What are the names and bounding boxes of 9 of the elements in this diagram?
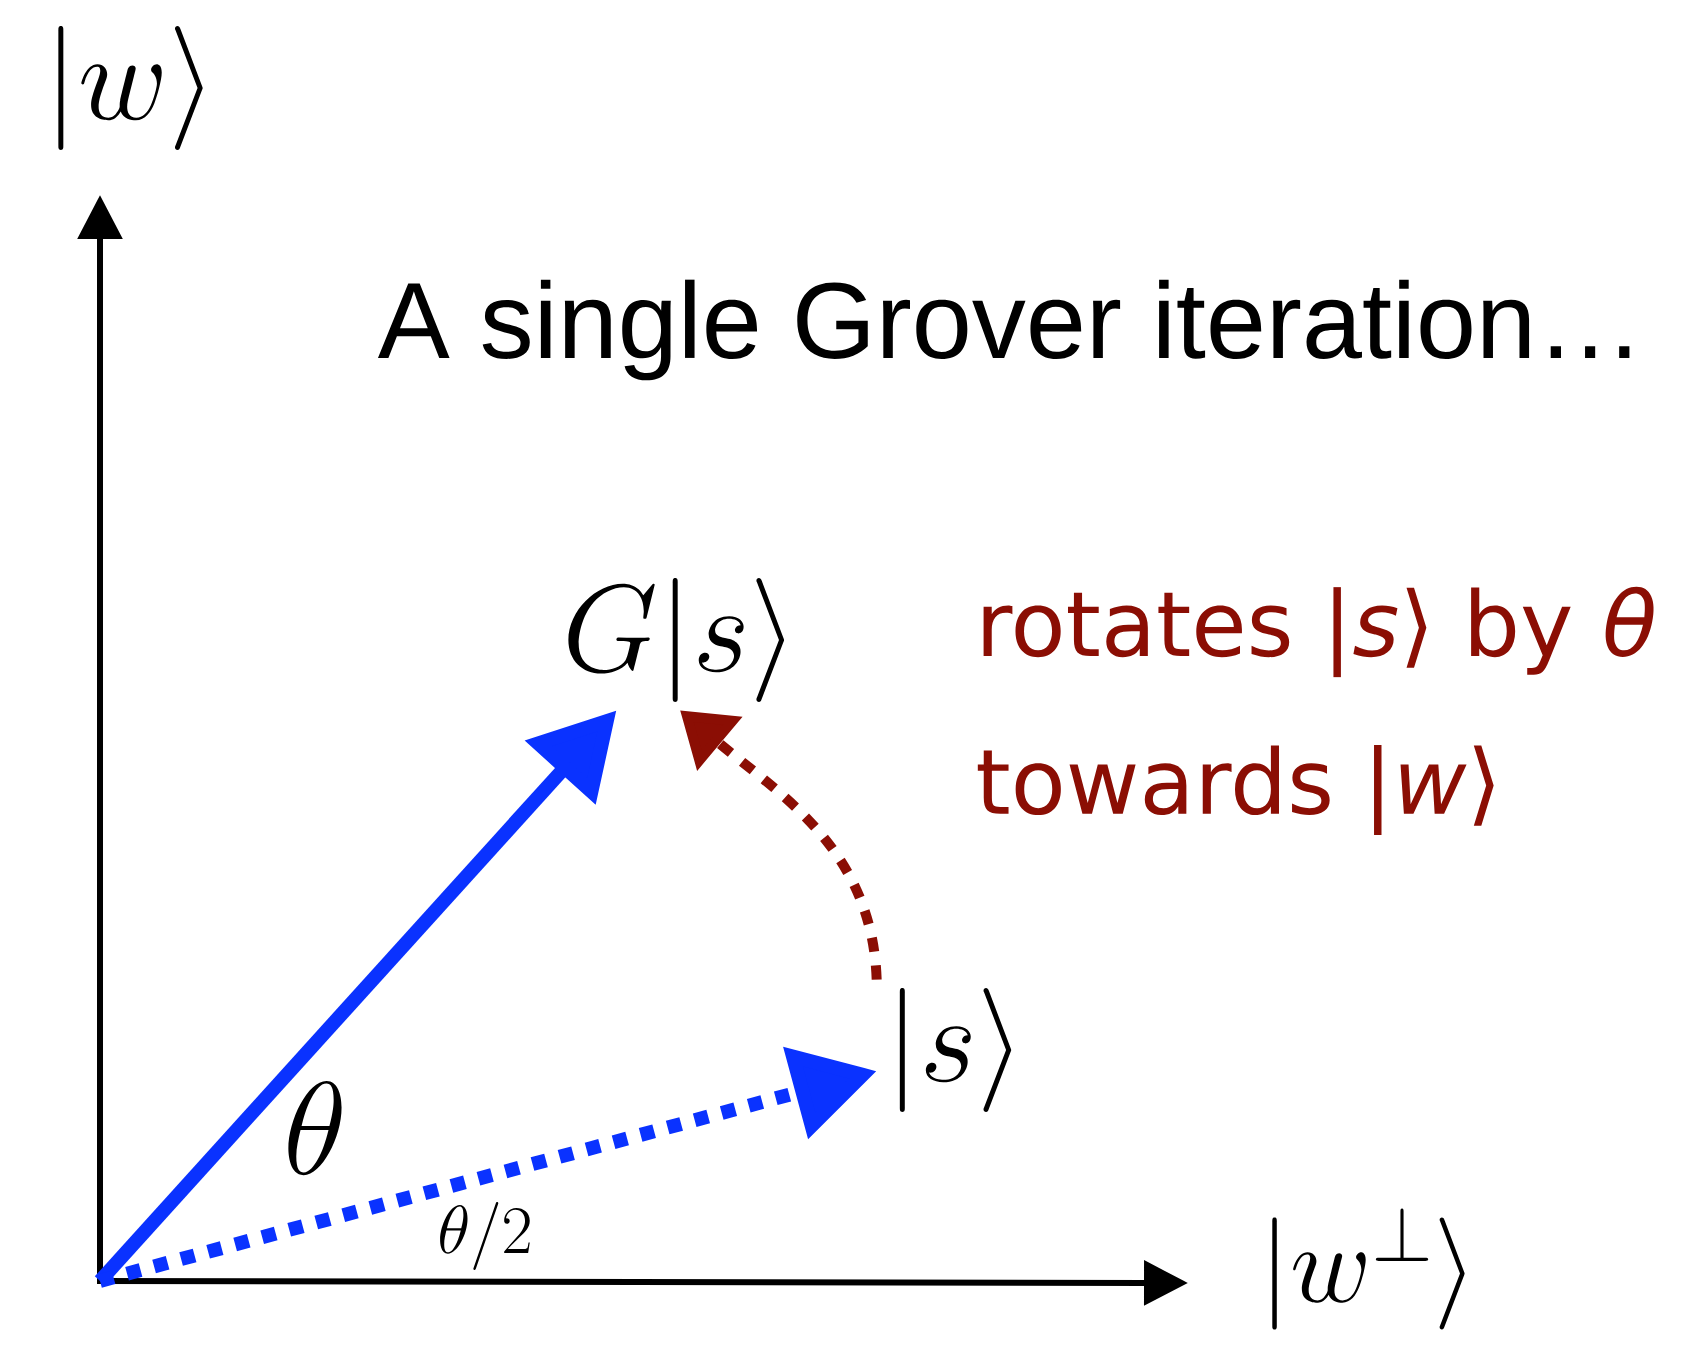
axis-label: $|w^{\perp}\rangle$ (1272, 1208, 1465, 1330)
vector-label: $G|s\rangle$ (568, 578, 785, 702)
axis-label: $|w\rangle$ (58, 26, 203, 150)
annotation-text: towards |w⟩ (977, 745, 1494, 835)
angle-label: $\theta$ (288, 1080, 342, 1176)
annotation-text: rotates |s⟩ by θ (983, 586, 1654, 678)
angle-label: $\theta/2$ (440, 1202, 530, 1270)
vector-label: $|s\rangle$ (899, 988, 1012, 1112)
title: A single Grover iteration… (377, 279, 1630, 381)
